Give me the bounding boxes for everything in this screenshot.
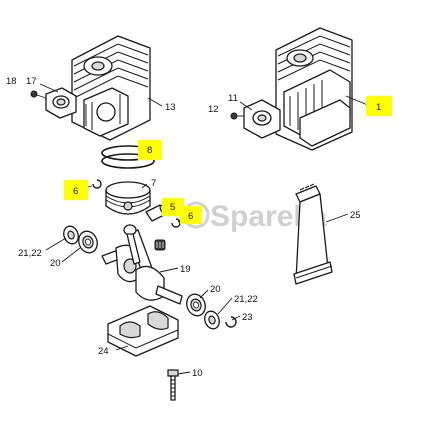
piston[interactable] — [105, 181, 151, 215]
cylinder-left[interactable] — [71, 35, 151, 141]
highlight-boxes — [64, 96, 392, 224]
callout-6-right: 6 — [188, 211, 193, 222]
needle-bearing[interactable] — [154, 239, 166, 251]
callout-labels: 1 8 7 6 5 6 13 17 18 11 12 21,22 20 19 2… — [6, 76, 381, 379]
callout-25: 25 — [350, 210, 361, 221]
callout-20-left: 20 — [50, 258, 61, 269]
callout-5: 5 — [170, 202, 175, 213]
snap-ring[interactable] — [225, 316, 237, 328]
circlip-left[interactable] — [92, 179, 102, 189]
cylinder-right[interactable] — [275, 27, 353, 151]
callout-1: 1 — [376, 102, 381, 113]
bolt[interactable] — [167, 369, 179, 401]
callout-17: 17 — [26, 76, 37, 87]
highlight-callout-8 — [138, 140, 162, 160]
highlight-callout-5 — [162, 198, 184, 216]
highlight-callout-6-right — [180, 206, 202, 224]
callout-13: 13 — [165, 102, 176, 113]
callout-8: 8 — [147, 145, 152, 156]
callout-12: 12 — [208, 104, 219, 115]
highlight-callout-1 — [366, 96, 392, 116]
grease-tube[interactable] — [293, 183, 333, 285]
callout-21-22-left: 21,22 — [18, 248, 42, 259]
oil-seal-left[interactable] — [61, 224, 80, 246]
intake-manifold-right[interactable] — [243, 99, 281, 139]
screw-12[interactable] — [230, 112, 244, 120]
callout-18: 18 — [6, 76, 17, 87]
callout-11: 11 — [228, 93, 238, 104]
crankcase-bottom[interactable] — [107, 305, 179, 357]
callout-24: 24 — [98, 346, 109, 357]
crankshaft[interactable] — [101, 229, 183, 305]
oil-seal-right[interactable] — [202, 309, 221, 331]
connecting-rod[interactable] — [123, 224, 141, 265]
callout-10: 10 — [192, 368, 203, 379]
callout-19: 19 — [180, 264, 191, 275]
highlight-callout-6-left — [64, 180, 88, 200]
callout-20-right: 20 — [210, 284, 221, 295]
callout-23: 23 — [242, 312, 253, 323]
circlip-right[interactable] — [171, 218, 181, 228]
callout-7: 7 — [151, 178, 156, 189]
callout-21-22-right: 21,22 — [234, 294, 258, 305]
ball-bearing-left[interactable] — [76, 229, 100, 256]
callout-6-left: 6 — [73, 186, 78, 197]
intake-manifold-left[interactable] — [45, 87, 77, 119]
ball-bearing-right[interactable] — [184, 292, 208, 319]
screw-18[interactable] — [30, 90, 47, 99]
